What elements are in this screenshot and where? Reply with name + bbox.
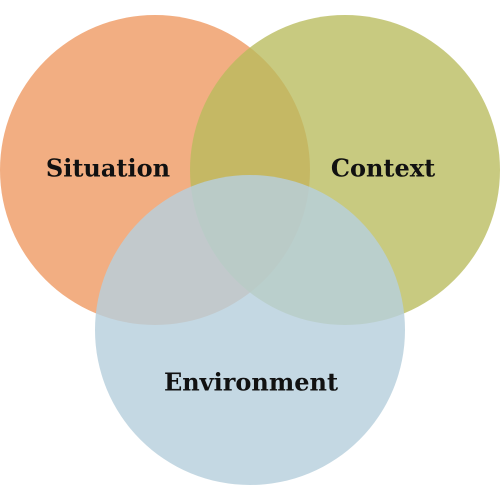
situation-label: Situation [46, 154, 170, 183]
environment-label: Environment [164, 368, 338, 397]
context-label: Context [331, 154, 435, 183]
environment-circle [95, 175, 405, 485]
venn-circles [0, 15, 500, 485]
venn-labels: Situation Context Environment [46, 154, 435, 397]
